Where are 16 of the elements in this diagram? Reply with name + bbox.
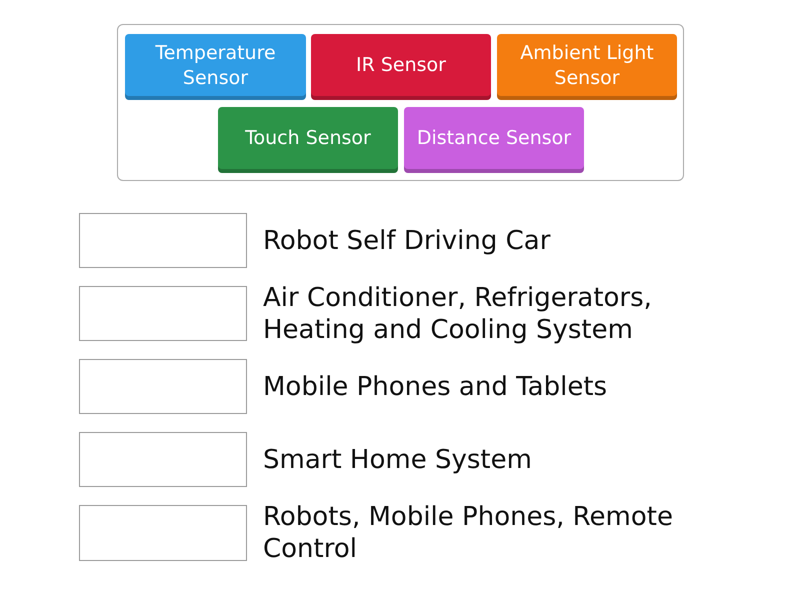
sensor-tile: Temperature Sensor xyxy=(125,34,306,100)
answer-text: Smart Home System xyxy=(263,444,533,476)
answer-box xyxy=(79,432,247,487)
sensor-tile: Touch Sensor xyxy=(218,107,398,173)
answer-text: Robot Self Driving Car xyxy=(263,224,552,256)
answer-box xyxy=(79,213,247,268)
sensor-tile: Ambient Light Sensor xyxy=(497,34,677,100)
answer-box xyxy=(79,359,247,414)
answer-text: Robots, Mobile Phones, Remote Control xyxy=(263,501,674,565)
sensor-tile: Distance Sensor xyxy=(404,107,584,173)
tile-bank-panel xyxy=(117,24,684,181)
answer-text: Air Conditioner, Refrigerators, Heating and Cooling System xyxy=(263,282,653,346)
answer-box xyxy=(79,286,247,341)
answer-text: Mobile Phones and Tablets xyxy=(263,370,608,402)
answer-box xyxy=(79,505,247,561)
sensor-tile: IR Sensor xyxy=(311,34,491,100)
